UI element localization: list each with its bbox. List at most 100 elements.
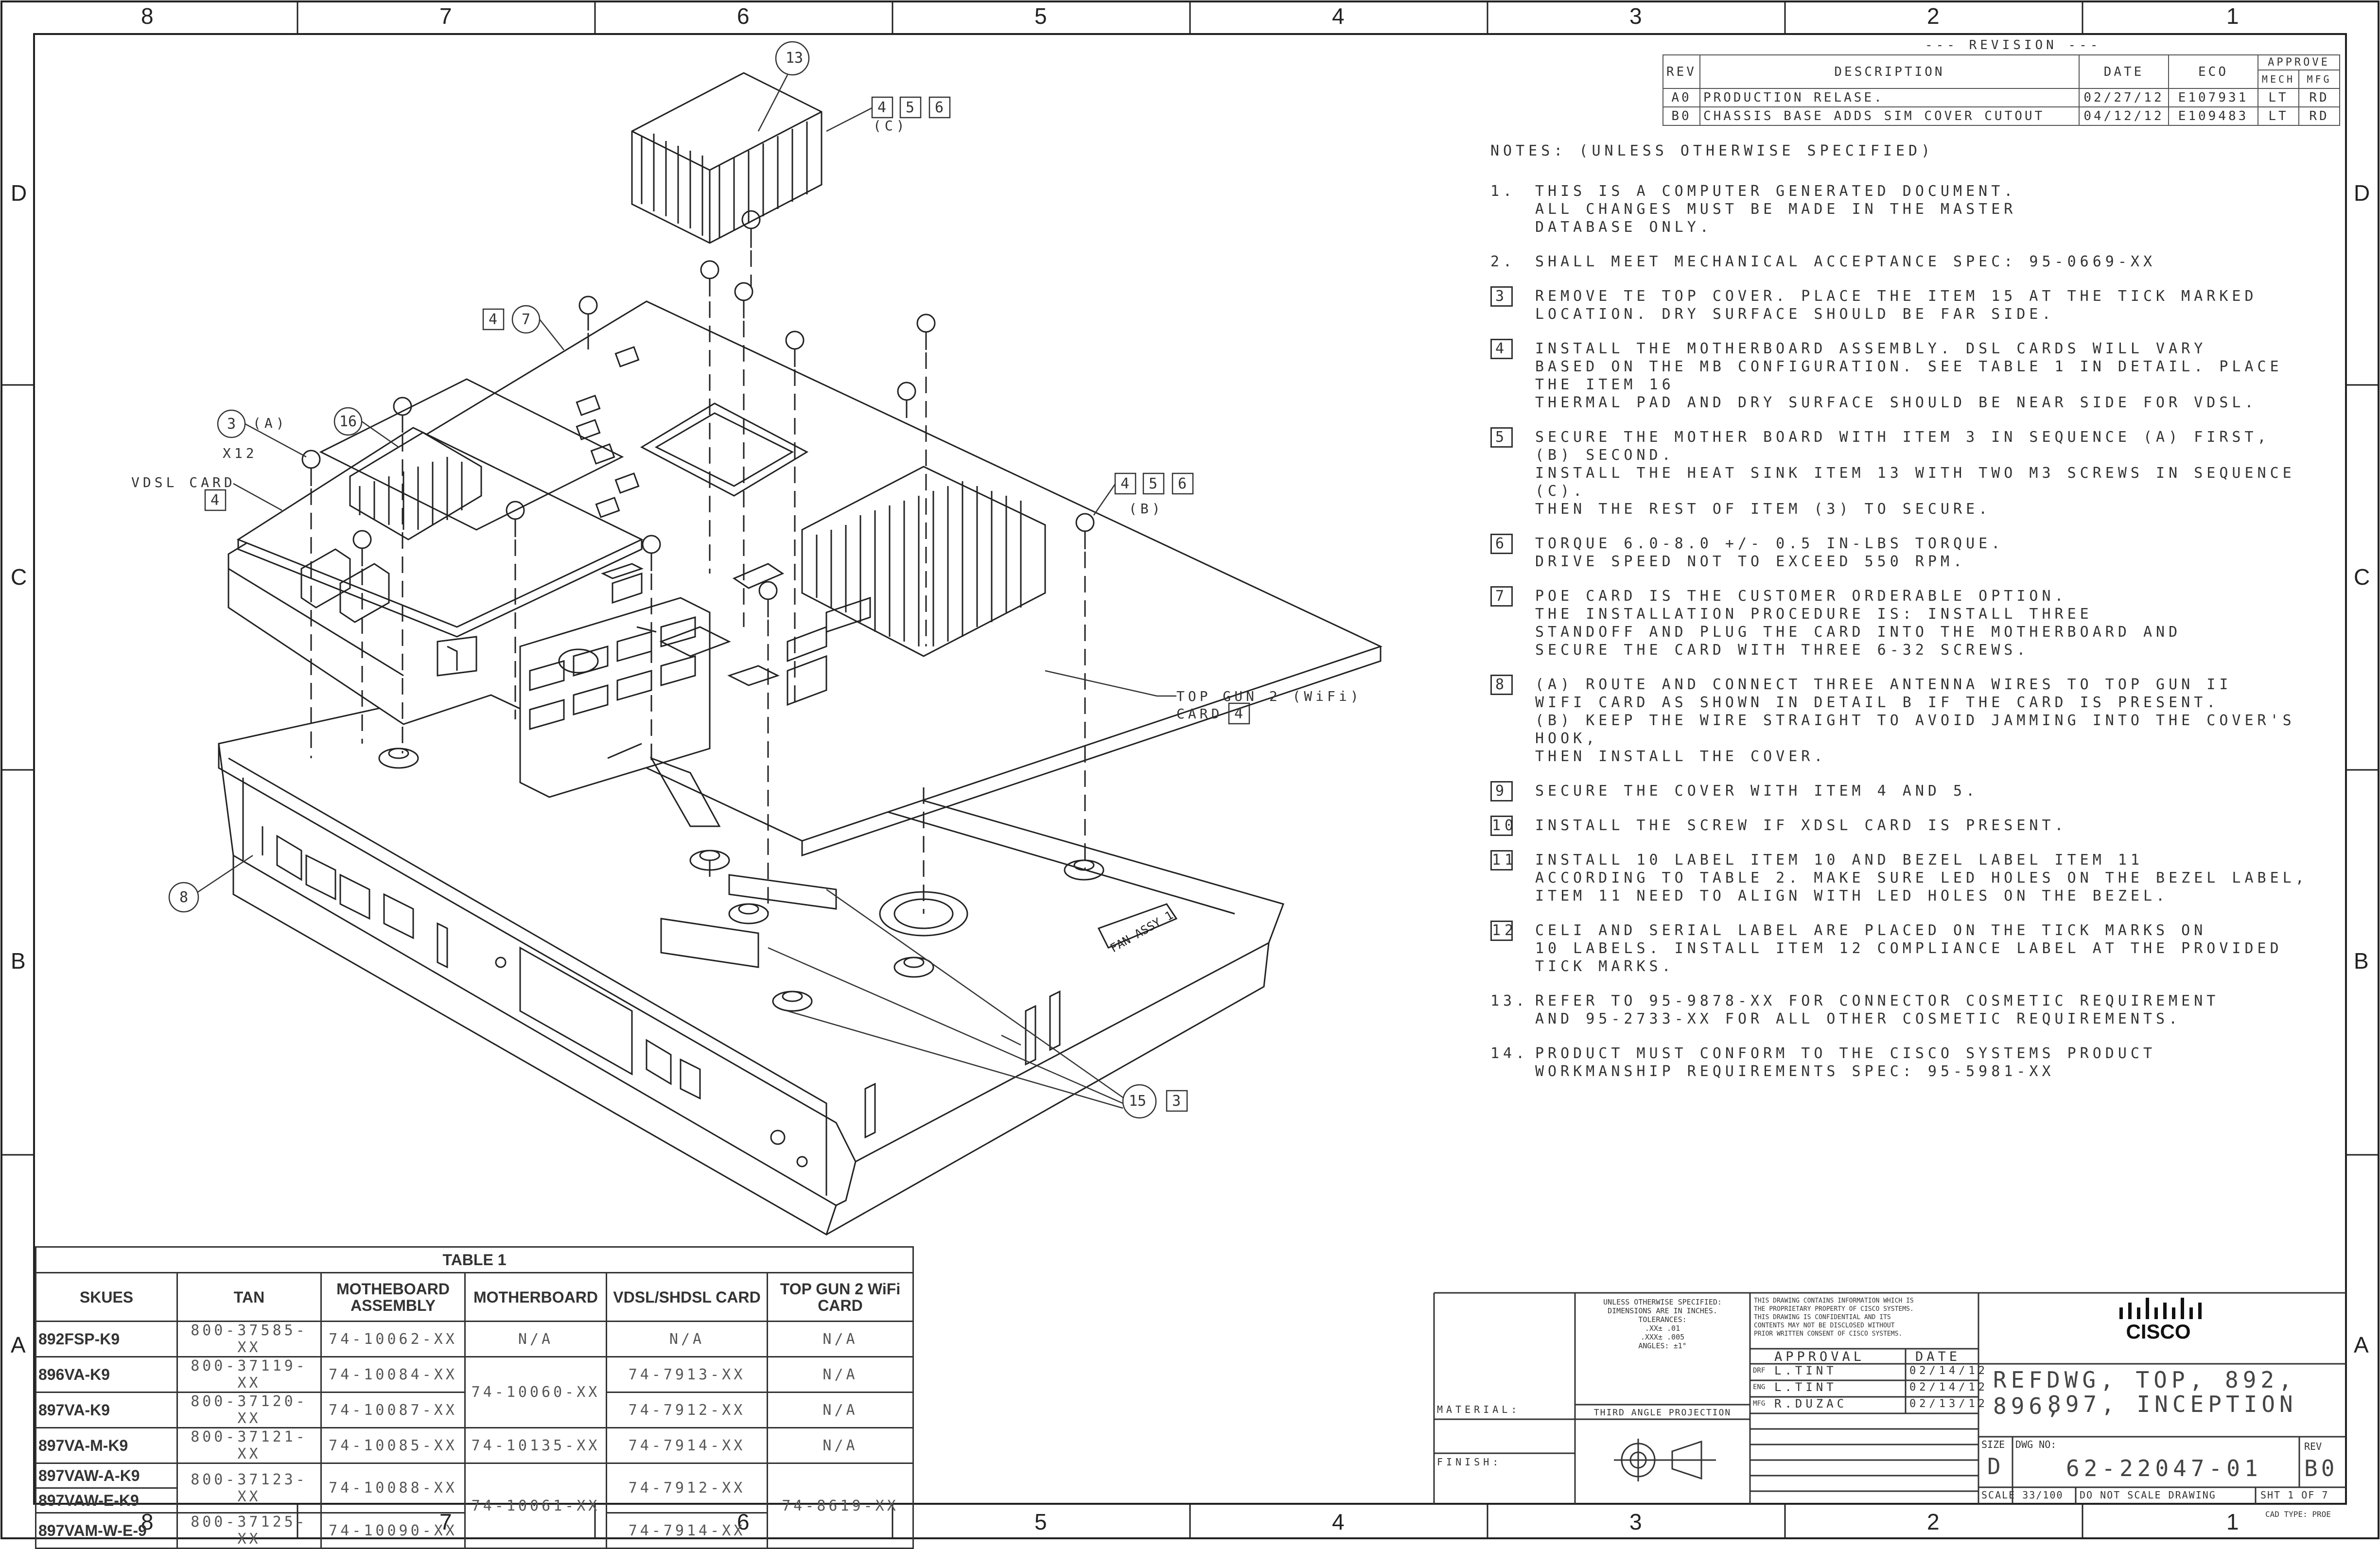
note-line: REMOVE TE TOP COVER. PLACE THE ITEM 15 A… (1535, 288, 2258, 305)
note-line: THE INSTALLATION PROCEDURE IS: INSTALL T… (1535, 606, 2093, 623)
callout-box: 3 (1172, 1093, 1181, 1110)
projection-label: THIRD ANGLE PROJECTION (1593, 1408, 1732, 1418)
note-line: SECURE THE MOTHER BOARD WITH ITEM 3 IN S… (1535, 429, 2270, 464)
approval-date: 02/14/12 (1909, 1365, 1988, 1377)
note-item: 2.SHALL MEET MECHANICAL ACCEPTANCE SPEC:… (1490, 253, 2317, 271)
note-number: 4 (1490, 339, 1513, 359)
note-number: 13. (1490, 992, 1529, 1009)
revision-heading: --- REVISION --- (1925, 38, 2101, 52)
tan-cell: 800-37119-XX (176, 1356, 322, 1393)
mech-col-header: MECH (2258, 70, 2299, 89)
vdsl-cell: 74-7912-XX (606, 1392, 768, 1428)
note-line: POE CARD IS THE CUSTOMER ORDERABLE OPTIO… (1535, 588, 2067, 605)
tolerance-line: UNLESS OTHERWISE SPECIFIED: (1603, 1298, 1722, 1306)
desc-cell: CHASSIS BASE ADDS SIM COVER CUTOUT (1699, 106, 2080, 126)
wifi-cell: N/A (767, 1427, 914, 1464)
approval-date: 02/14/12 (1909, 1381, 1988, 1393)
callout-box: 5 (1149, 475, 1158, 492)
finish-label: FINISH: (1437, 1456, 1502, 1468)
sku-cell: 896VA-K9 (35, 1356, 178, 1393)
vdsl-cell: 74-7914-XX (606, 1427, 768, 1464)
note-number: 11 (1490, 850, 1513, 870)
eco-cell: E109483 (2168, 106, 2258, 126)
vdsl-cell: 74-7914-XX (606, 1512, 768, 1549)
note-line: ITEM 11 NEED TO ALIGN WITH LED HOLES ON … (1535, 888, 2169, 905)
callout-box: 4 (1120, 475, 1130, 492)
approval-role: MFG (1753, 1400, 1766, 1408)
tan-cell: 800-37121-XX (176, 1427, 322, 1464)
zone-col-label: 6 (737, 3, 750, 29)
zone-col-label: 7 (439, 3, 452, 29)
title-block-frame (1433, 1292, 2346, 1504)
zone-row-label: B (11, 948, 26, 974)
zone-row-label: D (2354, 180, 2370, 206)
tan-cell: 800-37120-XX (176, 1392, 322, 1428)
note-line: STANDOFF AND PLUG THE CARD INTO THE MOTH… (1535, 624, 2182, 641)
note-line: THIS IS A COMPUTER GENERATED DOCUMENT. (1535, 183, 2017, 200)
zone-col-label: 3 (1629, 1509, 1642, 1534)
note-line: THEN THE REST OF ITEM (3) TO SECURE. (1535, 501, 1992, 518)
note-line: ACCORDING TO TABLE 2. MAKE SURE LED HOLE… (1535, 870, 2308, 887)
note-line: THEN INSTALL THE COVER. (1535, 748, 1827, 765)
notes-header: NOTES: (UNLESS OTHERWISE SPECIFIED) (1490, 142, 1934, 159)
table-1: TABLE 1 SKUES TAN MOTHEBOARD ASSEMBLY MO… (35, 1246, 914, 1549)
wifi-cell: N/A (767, 1321, 914, 1358)
callout-box: 4 (489, 311, 498, 328)
mfg-cell: RD (2298, 106, 2340, 126)
assembly-drawing: FAN ASSY 1 (218, 72, 1383, 1236)
approval-role: DRF (1753, 1367, 1766, 1375)
callout-item-7: 7 (522, 311, 531, 328)
sku-cell: 892FSP-K9 (35, 1321, 178, 1358)
table-row: 897VAW-E-K9 (35, 1487, 913, 1514)
wifi-cell: 74-8619-XX (767, 1462, 914, 1549)
callout-box: 4 (1234, 705, 1243, 722)
drawing-title-line1: REFDWG, TOP, 892, 896, (1993, 1367, 2296, 1419)
cisco-logo-bars (2119, 1298, 2202, 1319)
note-item: 4 INSTALL THE MOTHERBOARD ASSEMBLY. DSL C… (1490, 339, 2317, 412)
zone-col-label: 5 (1034, 3, 1047, 29)
zone-row-label: C (2354, 564, 2370, 590)
note-line: LOCATION. DRY SURFACE SHOULD BE FAR SIDE… (1535, 306, 2055, 323)
note-item: 7 POE CARD IS THE CUSTOMER ORDERABLE OPTI… (1490, 586, 2317, 659)
note-line: (A) ROUTE AND CONNECT THREE ANTENNA WIRE… (1535, 676, 2232, 693)
zone-row-label: A (11, 1332, 26, 1358)
note-line: DRIVE SPEED NOT TO EXCEED 550 RPM. (1535, 553, 1966, 570)
eco-col-header: ECO (2168, 54, 2258, 89)
col-header: TOP GUN 2 WiFi CARD (767, 1272, 914, 1322)
note-number: 1. (1490, 183, 1516, 200)
revision-row: A0 PRODUCTION RELASE. 02/27/12 E107931 L… (1662, 88, 2340, 107)
note-number: 7 (1490, 586, 1513, 607)
note-number: 8 (1490, 675, 1513, 695)
note-item: 13.REFER TO 95-9878-XX FOR CONNECTOR COS… (1490, 992, 2317, 1028)
mech-cell: LT (2258, 106, 2299, 126)
confidential-line: THE PROPRIETARY PROPERTY OF CISCO SYSTEM… (1754, 1305, 1914, 1313)
table-row: 897VA-M-K9 800-37121-XX 74-10085-XX 74-1… (35, 1427, 914, 1464)
zone-col-label: 1 (2226, 1509, 2239, 1534)
callout-item-15: 15 (1129, 1093, 1147, 1110)
note-line: BASED ON THE MB CONFIGURATION. SEE TABLE… (1535, 358, 2283, 393)
note-number: 12 (1490, 921, 1513, 941)
mfg-cell: RD (2298, 88, 2340, 107)
tolerance-line: DIMENSIONS ARE IN INCHES. (1608, 1306, 1717, 1315)
note-number: 5 (1490, 427, 1513, 448)
col-header: VDSL/SHDSL CARD (606, 1272, 768, 1322)
note-line: 10 LABELS. INSTALL ITEM 12 COMPLIANCE LA… (1535, 940, 2283, 957)
zone-col-label: 1 (2226, 3, 2239, 29)
note-line: INSTALL THE MOTHERBOARD ASSEMBLY. DSL CA… (1535, 340, 2207, 357)
callout-sequence: (C) (873, 118, 908, 134)
note-line: (B) KEEP THE WIRE STRAIGHT TO AVOID JAMM… (1535, 712, 2295, 747)
zone-col-label: 2 (1927, 1509, 1940, 1534)
note-number: 3 (1490, 286, 1513, 307)
tan-cell: 800-37123-XX (176, 1462, 322, 1514)
approval-date: 02/13/12 (1909, 1398, 1988, 1410)
note-item: 3 REMOVE TE TOP COVER. PLACE THE ITEM 15 … (1490, 286, 2317, 323)
confidential-line: THIS DRAWING CONTAINS INFORMATION WHICH … (1754, 1297, 1914, 1305)
top-gun-label-card: CARD (1176, 706, 1223, 722)
vdsl-cell: 74-7912-XX (606, 1462, 768, 1514)
revision-table: REV DESCRIPTION DATE ECO APPROVE MECH MF… (1662, 54, 2340, 126)
cisco-logo: CISCO (2126, 1320, 2191, 1343)
zone-col-label: 4 (1332, 3, 1345, 29)
callout-box: 6 (935, 99, 944, 116)
